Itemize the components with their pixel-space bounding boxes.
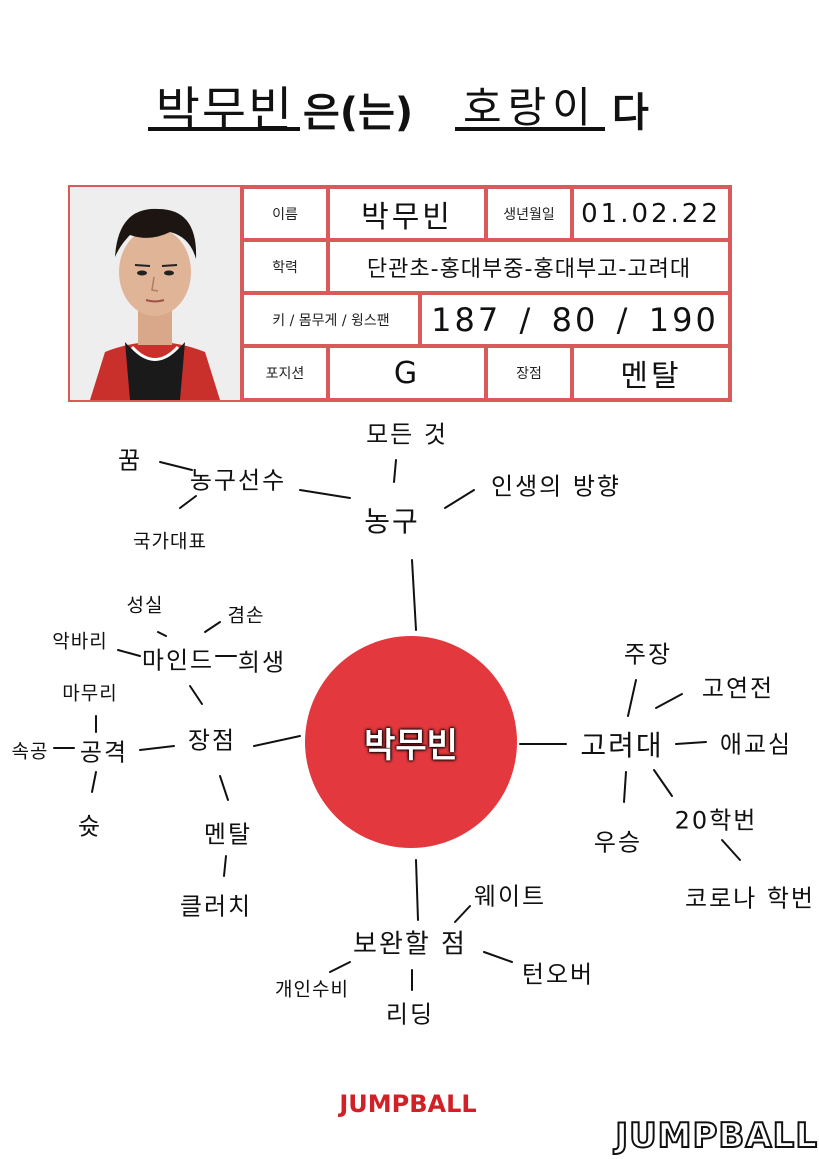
education-value: 단관초-홍대부중-홍대부고-고려대	[366, 256, 692, 282]
name-label-cell: 이름	[242, 187, 328, 240]
node-life-direction: 인생의 방향	[490, 472, 622, 501]
name-value: 박무빈	[361, 199, 453, 235]
position-value: G	[393, 355, 421, 391]
node-shot: 슛	[77, 812, 103, 841]
position-label-cell: 포지션	[242, 346, 328, 400]
title-underline-animal	[455, 127, 605, 131]
education-label-cell: 학력	[242, 240, 328, 293]
player-portrait-icon	[70, 187, 240, 400]
jumpball-logo-red: JUMPBALL	[339, 1090, 477, 1118]
strength-value: 멘탈	[620, 359, 682, 394]
education-label: 학력	[272, 259, 298, 276]
strength-label: 장점	[516, 366, 542, 382]
node-mind: 마인드	[141, 646, 215, 675]
title-particle: 은(는)	[303, 90, 414, 136]
body-separator: /	[519, 300, 534, 339]
height-value: 187	[431, 300, 502, 339]
node-win: 우승	[593, 828, 643, 857]
node-finish: 마무리	[62, 682, 118, 705]
node-mental: 멘탈	[203, 820, 253, 849]
birth-value-cell: 01.02.22	[572, 187, 730, 240]
node-strengths: 장점	[187, 726, 237, 755]
profile-card: 이름 박무빈 생년월일 01.02.22 학력 단관초-홍대부중-홍대부고-고려…	[68, 185, 732, 402]
title-underline-name	[148, 127, 300, 131]
node-attack: 공격	[79, 738, 129, 767]
body-label-cell: 키 / 몸무게 / 윙스팬	[242, 293, 420, 346]
node-turnover: 턴오버	[521, 960, 595, 989]
node-koyon: 고연전	[701, 674, 775, 703]
node-loyalty: 애교심	[719, 730, 793, 759]
node-improve: 보완할 점	[353, 929, 467, 960]
position-label: 포지션	[265, 366, 305, 382]
node-national-team: 국가대표	[133, 530, 207, 553]
node-sincerity: 성실	[126, 594, 164, 617]
birth-label-cell: 생년월일	[486, 187, 572, 240]
body-separator: /	[616, 300, 631, 339]
node-humility: 겸손	[227, 604, 265, 627]
node-tenacity: 악바리	[52, 630, 108, 653]
name-value-cell: 박무빈	[328, 187, 486, 240]
body-value-cell: 187 / 80 / 190	[420, 293, 730, 346]
education-value-cell: 단관초-홍대부중-홍대부고-고려대	[328, 240, 730, 293]
center-node: 박무빈	[305, 636, 517, 848]
page-title: 박무빈 은(는) 호랑이 다	[0, 60, 819, 140]
node-player: 농구선수	[189, 466, 287, 495]
node-covid-class: 코로나 학번	[684, 884, 816, 913]
strength-value-cell: 멘탈	[572, 346, 730, 400]
node-leading: 리딩	[385, 1000, 435, 1029]
body-label: 키 / 몸무게 / 윙스팬	[272, 312, 390, 329]
title-ending: 다	[612, 90, 649, 136]
player-photo	[70, 187, 242, 400]
title-animal: 호랑이	[463, 83, 597, 132]
name-label: 이름	[272, 206, 298, 223]
strength-label-cell: 장점	[486, 346, 572, 400]
node-basketball: 농구	[364, 505, 420, 538]
node-pace: 속공	[11, 740, 49, 763]
node-clutch: 클러치	[179, 892, 253, 921]
node-dream: 꿈	[117, 446, 143, 475]
node-weight: 웨이트	[473, 882, 547, 911]
birth-label: 생년월일	[503, 206, 555, 223]
node-everything: 모든 것	[366, 420, 448, 449]
node-captain: 주장	[623, 640, 673, 669]
center-label: 박무빈	[364, 725, 458, 766]
node-defense: 개인수비	[275, 978, 349, 1001]
birth-value: 01.02.22	[581, 198, 721, 229]
wingspan-value: 190	[648, 300, 719, 339]
position-value-cell: G	[328, 346, 486, 400]
node-sacrifice: 희생	[237, 648, 287, 677]
jumpball-logo-outline: JUMPBALL	[614, 1115, 818, 1157]
weight-value: 80	[551, 300, 599, 339]
node-korea-univ: 고려대	[580, 729, 664, 762]
node-class20: 20학번	[674, 806, 758, 835]
